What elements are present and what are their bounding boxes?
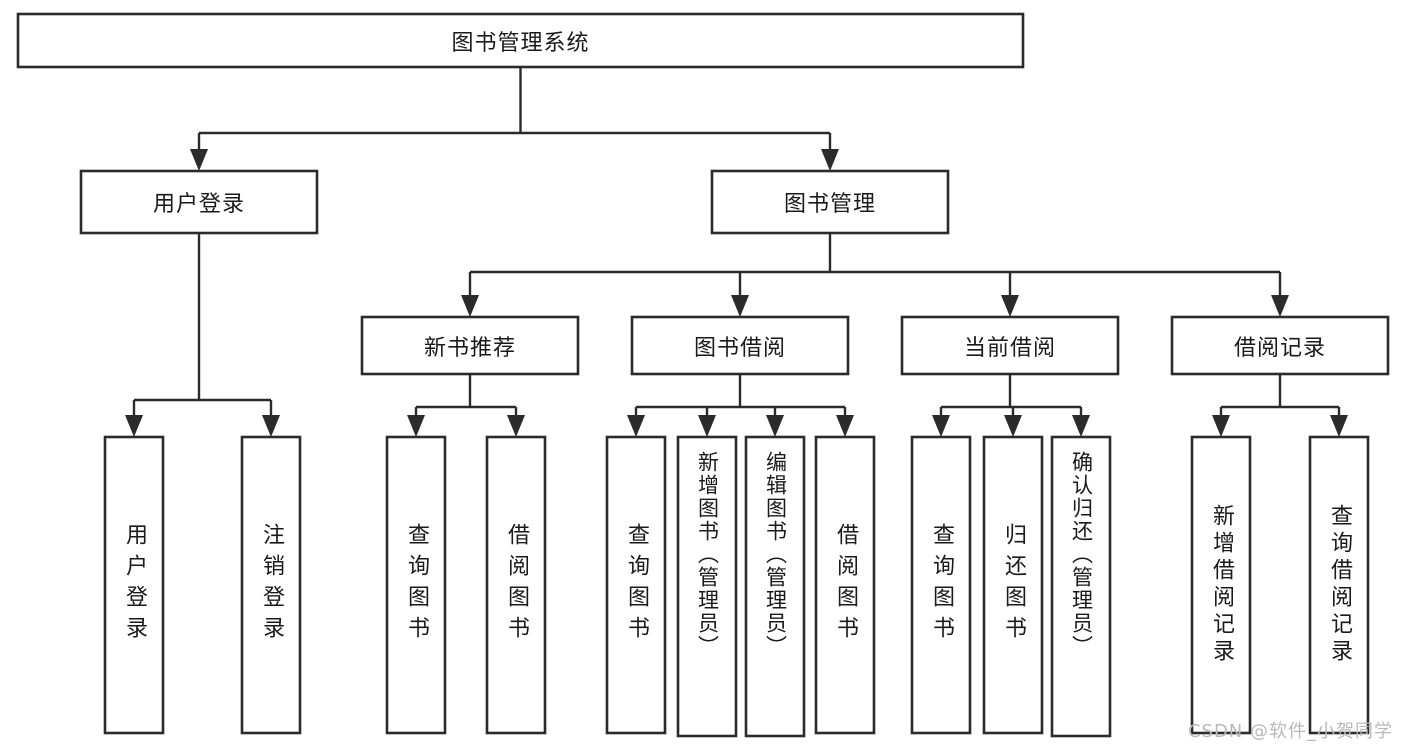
leaf-node-box-1-1-0[interactable]	[605, 435, 667, 735]
level3-node-box-0-1[interactable]	[240, 435, 302, 735]
arrow-head-icon	[125, 415, 143, 437]
arrow-head-icon	[1072, 415, 1090, 437]
arrow-head-icon	[507, 415, 525, 437]
leaf-node-box-1-2-2[interactable]	[1050, 435, 1112, 738]
leaf-node-box-1-2-0[interactable]	[910, 435, 972, 735]
leaf-node-box-1-3-0[interactable]	[1190, 435, 1252, 735]
arrow-head-icon	[1271, 295, 1289, 317]
arrow-head-icon	[627, 415, 645, 437]
leaf-node-box-1-3-1[interactable]	[1308, 435, 1370, 735]
arrow-head-icon	[698, 415, 716, 437]
level3-node-box-1-2[interactable]	[900, 315, 1120, 376]
leaf-node-box-1-0-0[interactable]	[385, 435, 447, 735]
arrow-head-icon	[766, 415, 784, 437]
level3-node-box-1-1[interactable]	[630, 315, 850, 376]
leaf-node-box-1-1-2[interactable]	[744, 435, 806, 738]
arrow-head-icon	[461, 295, 479, 317]
arrow-head-icon	[190, 149, 208, 171]
level3-node-box-1-3[interactable]	[1170, 315, 1390, 376]
leaf-node-box-1-0-1[interactable]	[485, 435, 547, 735]
level3-node-box-0-0[interactable]	[103, 435, 165, 735]
root-node-box[interactable]	[16, 12, 1025, 69]
level3-node-box-1-0[interactable]	[360, 315, 580, 376]
leaf-node-box-1-1-3[interactable]	[814, 435, 876, 735]
arrow-head-icon	[932, 415, 950, 437]
arrow-head-icon	[821, 149, 839, 171]
arrow-head-icon	[1004, 415, 1022, 437]
level2-node-box-0[interactable]	[79, 169, 319, 235]
arrow-head-icon	[1330, 415, 1348, 437]
level2-node-box-1[interactable]	[710, 169, 950, 235]
arrow-head-icon	[407, 415, 425, 437]
leaf-node-box-1-2-1[interactable]	[982, 435, 1044, 735]
arrow-head-icon	[1001, 295, 1019, 317]
arrow-head-icon	[731, 295, 749, 317]
arrow-head-icon	[836, 415, 854, 437]
arrow-head-icon	[262, 415, 280, 437]
leaf-node-box-1-1-1[interactable]	[676, 435, 738, 738]
arrow-head-icon	[1212, 415, 1230, 437]
